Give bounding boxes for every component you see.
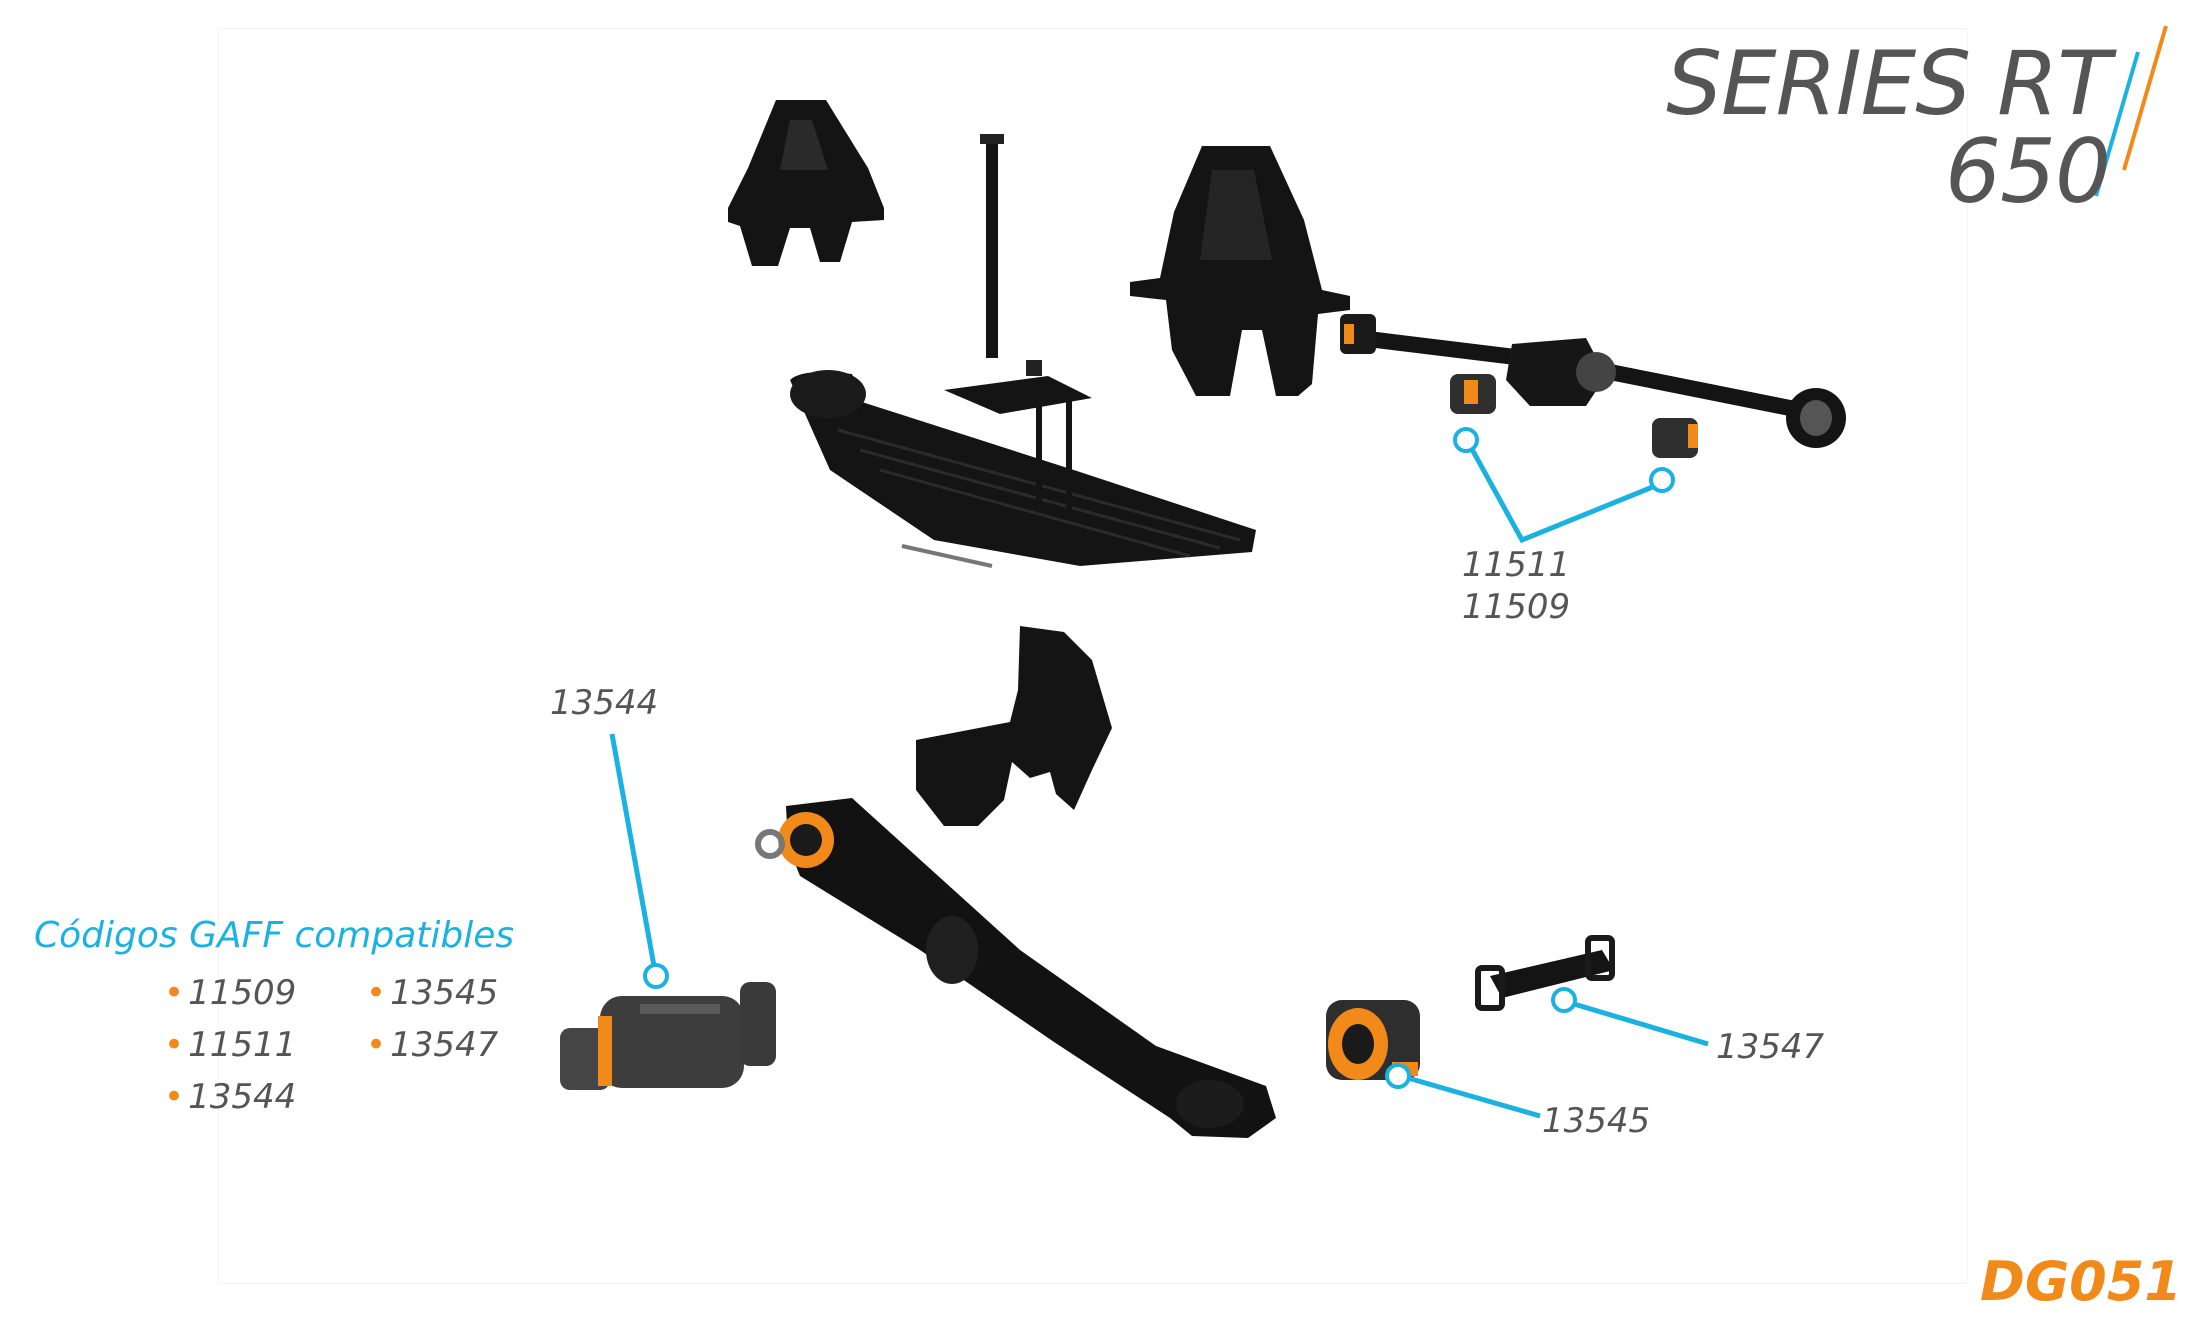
bullet-icon: • <box>164 1025 185 1065</box>
axle-clamp-plate <box>944 360 1092 512</box>
bullet-icon: • <box>366 973 387 1013</box>
bushing-13545 <box>1326 1000 1420 1080</box>
callout-label-13544: 13544 <box>550 683 659 723</box>
u-bolt-rod <box>980 134 1004 358</box>
callout-label-11509: 11509 <box>1462 587 1571 627</box>
callout-label-13545: 13545 <box>1542 1101 1651 1141</box>
accent-slash-blue <box>2094 51 2140 197</box>
bushing-13544 <box>560 982 776 1090</box>
accent-slash-orange <box>2122 25 2168 171</box>
callout-lines <box>609 440 1709 1119</box>
callout-line-11511 <box>1465 440 1661 544</box>
background-panel <box>218 28 1968 1284</box>
bullet-icon: • <box>366 1025 387 1065</box>
reference-code: DG051 <box>1980 1250 2182 1313</box>
bullet-icon: • <box>164 973 185 1013</box>
compatible-code-item: •11511 <box>164 1025 297 1065</box>
page-title: SERIES RT 650 <box>1666 32 2111 223</box>
callout-anchor-13544 <box>643 963 669 989</box>
callout-label-13547: 13547 <box>1716 1027 1825 1067</box>
compatible-code-item: •13544 <box>164 1077 297 1117</box>
equalizer-bar <box>1340 314 1846 458</box>
bushing-11511-a <box>1450 374 1496 414</box>
compatible-code-item: •11509 <box>164 973 297 1013</box>
callout-anchor-13547 <box>1551 987 1577 1013</box>
lower-bracket <box>916 626 1112 826</box>
spring-hanger-left <box>728 100 884 266</box>
pin-kit-13547 <box>1475 935 1615 1011</box>
leaf-spring <box>790 370 1256 568</box>
callout-anchor-11511-b <box>1649 467 1675 493</box>
torque-arm <box>755 798 1276 1138</box>
callout-anchor-13545 <box>1385 1063 1411 1089</box>
callout-line-13544 <box>609 733 657 967</box>
compatible-code-item: •13547 <box>366 1025 499 1065</box>
callout-anchor-11511-a <box>1453 427 1479 453</box>
callout-line-13547 <box>1573 1001 1709 1047</box>
callout-anchors <box>643 427 1675 1089</box>
bullet-icon: • <box>164 1077 185 1117</box>
compatible-codes-heading: Códigos GAFF compatibles <box>34 915 515 956</box>
compatible-code-item: •13545 <box>366 973 499 1013</box>
callout-label-11511: 11511 <box>1462 545 1571 585</box>
callout-line-13545 <box>1407 1075 1541 1119</box>
bushing-11511-b <box>1652 418 1698 458</box>
spring-hanger-right <box>1130 146 1350 396</box>
